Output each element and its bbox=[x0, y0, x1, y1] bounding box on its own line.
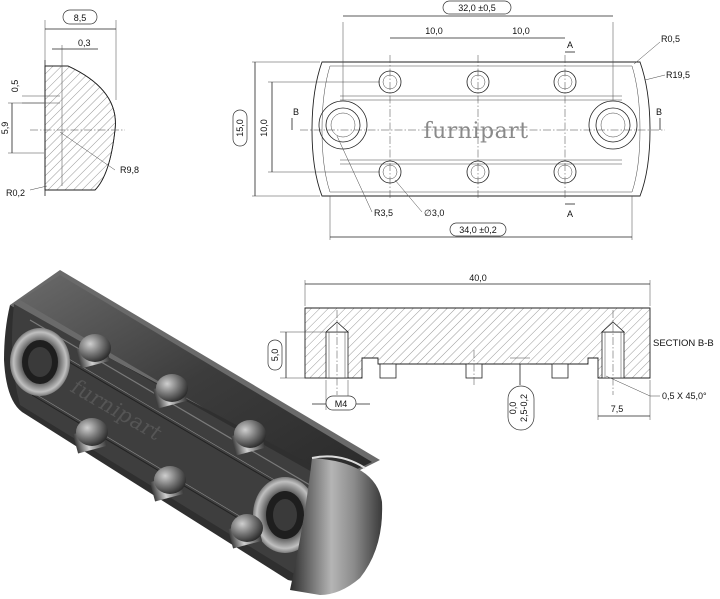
dim-m4: M4 bbox=[335, 399, 348, 409]
dim-r0-5: R0,5 bbox=[661, 34, 680, 44]
dim-10-a: 10,0 bbox=[425, 26, 443, 36]
section-title: SECTION B-B bbox=[653, 338, 714, 349]
dim-5-9: 5,9 bbox=[0, 122, 10, 135]
dim-r3-5: R3,5 bbox=[374, 208, 393, 218]
dim-0-5: 0,5 bbox=[10, 80, 20, 93]
3d-left-boss bbox=[10, 328, 70, 396]
dim-dia3: ∅3,0 bbox=[424, 208, 444, 218]
dim-10-v: 10,0 bbox=[259, 119, 269, 137]
dim-5-0: 5,0 bbox=[270, 349, 280, 362]
dim-2-5: 2,5-0,2 bbox=[519, 394, 529, 422]
dim-10-b: 10,0 bbox=[512, 26, 530, 36]
3d-end-cap bbox=[290, 455, 383, 595]
dim-34: 34,0 ±0,2 bbox=[459, 225, 496, 235]
top-view: furnipart 32,0 ±0,5 10,0 10,0 A A R0,5 R… bbox=[232, 0, 690, 240]
section-b-left: B bbox=[293, 107, 299, 117]
dim-r19-5: R19,5 bbox=[666, 70, 690, 80]
dim-8-5: 8,5 bbox=[74, 13, 87, 23]
dim-r0-2: R0,2 bbox=[6, 188, 25, 198]
section-a-bottom: A bbox=[567, 209, 573, 219]
dim-32: 32,0 ±0,5 bbox=[458, 3, 495, 13]
3d-pegs bbox=[72, 334, 266, 549]
dim-15: 15,0 bbox=[235, 119, 245, 137]
peg-holes bbox=[378, 70, 577, 184]
3d-render: furnipart bbox=[4, 270, 383, 595]
dim-0-0: 0,0 bbox=[508, 402, 518, 415]
dim-0-3: 0,3 bbox=[78, 38, 91, 48]
dim-r9-8: R9,8 bbox=[120, 165, 139, 175]
dim-7-5: 7,5 bbox=[611, 404, 624, 414]
section-b-right: B bbox=[656, 107, 662, 117]
section-a-top: A bbox=[567, 40, 573, 50]
dim-8-5-box bbox=[62, 9, 98, 25]
right-boss bbox=[588, 100, 638, 150]
brand-logo-top: furnipart bbox=[423, 119, 528, 144]
dim-40: 40,0 bbox=[469, 273, 487, 283]
side-view: 8,5 0,3 0,5 5,9 R9,8 R0,2 bbox=[0, 9, 139, 198]
section-view: 40,0 5,0 M4 0,0 2,5-0,2 7,5 0,5 X 45,0° … bbox=[267, 273, 714, 431]
dim-chamfer: 0,5 X 45,0° bbox=[662, 391, 707, 401]
